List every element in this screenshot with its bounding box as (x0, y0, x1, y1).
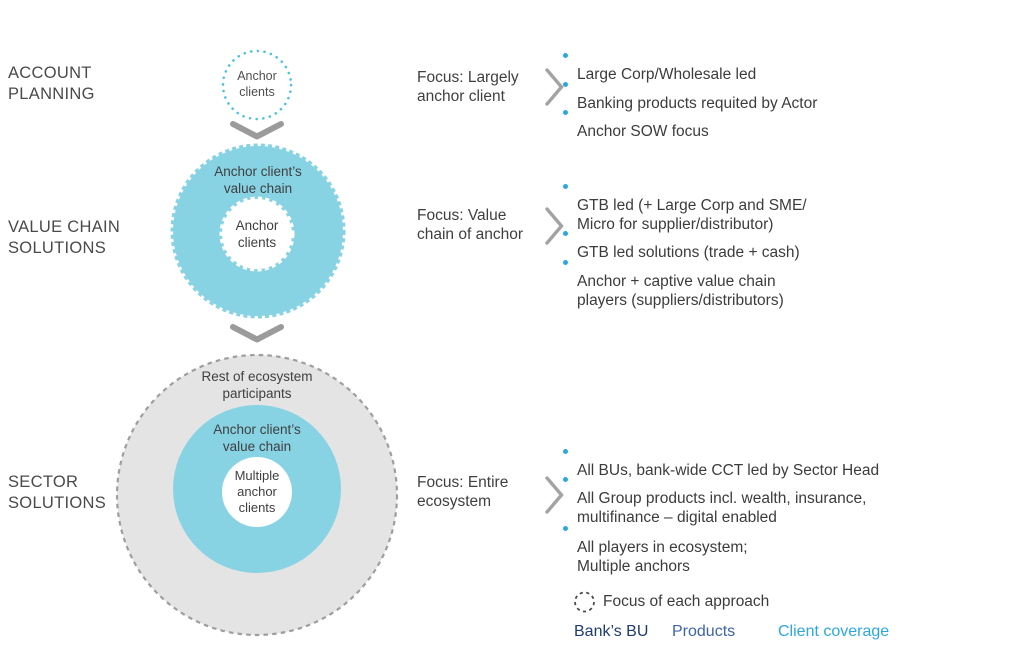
value-chain-inner-circle (219, 196, 295, 272)
value-chain-outer-label: Anchor client’s value chain (214, 164, 302, 196)
bullet-text: GTB led solutions (trade + cash) (577, 244, 800, 261)
bullet-text: All players in ecosystem; Multiple ancho… (577, 539, 748, 575)
legend-focus-caption: Focus of each approach (603, 593, 770, 610)
anchor-clients-dotted-circle (221, 49, 293, 121)
legend-item-client-coverage: Client coverage (778, 623, 890, 640)
focus-bracket-icon (545, 476, 564, 514)
bullet-item: All BUs, bank-wide CCT led by Sector Hea… (563, 442, 879, 480)
bullet-dot (563, 110, 568, 115)
focus-label-value-chain: Focus: Value chain of anchor (417, 207, 523, 243)
focus-bracket-icon (545, 207, 564, 245)
bullet-text: GTB led (+ Large Corp and SME/ Micro for… (577, 197, 807, 233)
chevron-down-icon (230, 324, 284, 343)
bullet-item: Anchor + captive value chain players (su… (563, 253, 784, 310)
bullet-text: Anchor + captive value chain players (su… (577, 273, 784, 309)
focus-bracket-icon (545, 68, 564, 106)
bullet-item: All Group products incl. wealth, insuran… (563, 470, 866, 527)
bullet-dot (563, 53, 568, 58)
legend-item-banks-bu: Bank’s BU (574, 623, 649, 640)
bullet-dot (563, 526, 568, 531)
bullet-dot (563, 449, 568, 454)
bullet-item: All players in ecosystem; Multiple ancho… (563, 519, 748, 576)
sector-inner-circle (222, 457, 292, 527)
bullet-text: Large Corp/Wholesale led (577, 66, 757, 83)
bullet-item: Banking products requited by Actor (563, 75, 817, 113)
focus-label-sector: Focus: Entire ecosystem (417, 474, 509, 510)
bullet-text: All BUs, bank-wide CCT led by Sector Hea… (577, 462, 880, 479)
bullet-dot (563, 260, 568, 265)
bullet-item: GTB led (+ Large Corp and SME/ Micro for… (563, 177, 807, 234)
bullet-dot (563, 82, 568, 87)
focus-label-account: Focus: Largely anchor client (417, 69, 519, 105)
bullet-dot (563, 184, 568, 189)
bullet-text: Banking products requited by Actor (577, 95, 818, 112)
bullet-item: Anchor SOW focus (563, 103, 709, 141)
legend-focus-icon (574, 591, 595, 613)
bullet-item: GTB led solutions (trade + cash) (563, 224, 800, 262)
chevron-down-icon (230, 121, 284, 140)
bullet-item: Large Corp/Wholesale led (563, 46, 756, 84)
ecosystem-inner-label: Multiple anchor clients (234, 468, 280, 515)
bullet-text: All Group products incl. wealth, insuran… (577, 490, 867, 526)
bullet-dot (563, 231, 568, 236)
legend-item-products: Products (672, 623, 736, 640)
value-chain-inner-label: Anchor clients (235, 218, 279, 250)
bullet-text: Anchor SOW focus (577, 123, 709, 140)
ecosystem-outer-label: Rest of ecosystem participants (201, 369, 313, 401)
account-circle-label: Anchor clients (237, 69, 277, 99)
bullet-dot (563, 477, 568, 482)
row-label-account-planning: ACCOUNT PLANNING (8, 64, 95, 103)
ecosystem-middle-label: Anchor client’s value chain (213, 422, 301, 454)
row-label-sector-solutions: SECTOR SOLUTIONS (8, 473, 107, 512)
row-label-value-chain-solutions: VALUE CHAIN SOLUTIONS (8, 218, 121, 257)
